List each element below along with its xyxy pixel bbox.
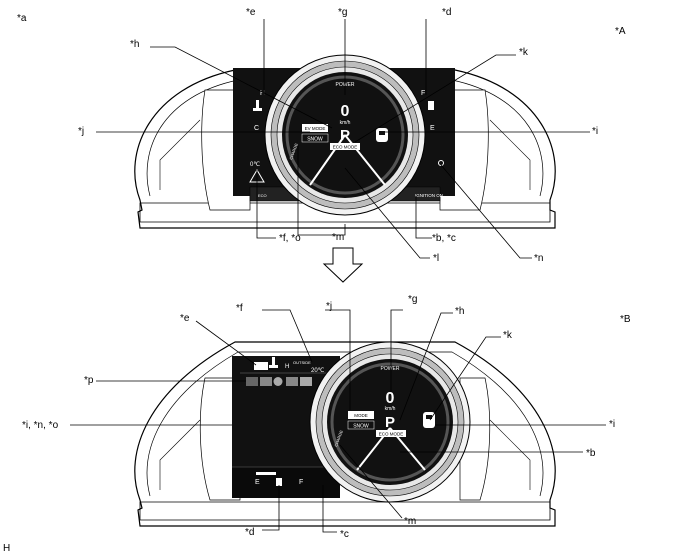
- fuel-pump-icon-a: [428, 101, 434, 110]
- outside-label-b: OUTSIDE: [293, 360, 311, 365]
- callout-b-p: *p: [84, 375, 94, 386]
- callout-a-l: *l: [433, 253, 439, 264]
- callout-b-c: *c: [340, 529, 349, 540]
- corner-label: H: [3, 543, 10, 554]
- ev-mode-indicator-a: EV MODE: [305, 126, 326, 131]
- callout-a-i: *i: [592, 126, 598, 137]
- callout-a-j: *j: [78, 126, 84, 137]
- ev-mode-indicator-b: MODE: [354, 413, 368, 418]
- car-icon-a: [376, 128, 388, 142]
- indicator-slot-icon: [300, 377, 312, 386]
- indicator-slot-icon: [260, 377, 272, 386]
- callouts-b: [70, 309, 606, 533]
- temp-c-label-a: C: [254, 125, 259, 132]
- callout-b-ino: *i, *n, *o: [22, 420, 59, 431]
- fuel-pump-icon-b: [276, 478, 282, 486]
- bezel-base-b: [139, 501, 551, 521]
- callout-a-g: *g: [338, 7, 347, 18]
- fuel-f-label-b: F: [299, 479, 303, 486]
- fuel-f-label-a: F: [421, 90, 425, 97]
- eco-mode-indicator-b: ECO MODE: [379, 432, 404, 437]
- callout-a-d: *d: [442, 7, 451, 18]
- indicator-icon-row-b: [246, 377, 312, 386]
- callout-b-k: *k: [503, 330, 513, 341]
- speed-unit-b: km/h: [385, 406, 396, 412]
- callout-b-f: *f: [236, 303, 243, 314]
- bezel-base-a: [139, 202, 551, 223]
- temp-h-label-b: H: [285, 364, 289, 370]
- gear-indicator-a: P: [340, 127, 350, 144]
- speed-value-a: 0: [341, 103, 350, 120]
- callout-b-h: *h: [455, 306, 464, 317]
- callout-b-b: *b: [586, 448, 596, 459]
- view-label-a-lower: *a: [17, 13, 27, 24]
- view-label-B: *B: [620, 314, 631, 325]
- callout-a-h: *h: [130, 39, 139, 50]
- charge-label-b: CHARGE: [333, 429, 344, 447]
- transition-arrow-icon: [322, 247, 364, 283]
- callout-b-m: *m: [404, 516, 416, 527]
- power-label-b: POWER: [381, 366, 400, 372]
- snow-indicator-b: SNOW: [353, 424, 369, 430]
- indicator-slot-icon: [286, 377, 298, 386]
- callout-a-n: *n: [534, 253, 543, 264]
- callout-a-k: *k: [519, 47, 529, 58]
- callout-a-m: *m: [332, 232, 344, 243]
- callout-a-fo: *f, *o: [279, 233, 301, 244]
- outside-temp-a: 0℃: [250, 162, 260, 168]
- indicator-slot-icon: [273, 377, 283, 386]
- fuel-e-label-b: E: [255, 479, 260, 486]
- callout-b-j: *j: [326, 301, 332, 312]
- view-label-A: *A: [615, 26, 626, 37]
- speed-unit-a: km/h: [340, 120, 351, 126]
- outside-temp-b: 20℃: [311, 368, 325, 374]
- eco-label-a: ECO: [258, 193, 267, 198]
- speed-value-b: 0: [386, 390, 395, 407]
- callout-b-g: *g: [408, 294, 417, 305]
- coolant-temp-icon-b: [269, 357, 278, 368]
- gear-indicator-b: P: [385, 414, 395, 431]
- indicator-slot-icon: [246, 377, 258, 386]
- callout-a-bc: *b, *c: [432, 233, 456, 244]
- ignition-status-a: IGNITION ON: [415, 193, 443, 198]
- temp-h-label-a: H: [260, 90, 265, 97]
- callout-b-i: *i: [609, 419, 615, 430]
- coolant-temp-icon-a: [253, 100, 262, 111]
- fuel-e-label-a: E: [430, 125, 435, 132]
- snow-indicator-a: SNOW: [307, 137, 323, 143]
- callout-b-e: *e: [180, 313, 190, 324]
- callout-b-d: *d: [245, 527, 254, 538]
- callouts-a: [96, 19, 590, 259]
- eco-mode-indicator-a: ECO MODE: [333, 145, 358, 150]
- charge-label-a: CHARGE: [288, 142, 299, 160]
- callout-a-e: *e: [246, 7, 256, 18]
- cluster-view-b: H OUTSIDE 20℃ E F POWER 0 km/h P MODE: [134, 341, 556, 527]
- car-icon-b: [423, 412, 435, 428]
